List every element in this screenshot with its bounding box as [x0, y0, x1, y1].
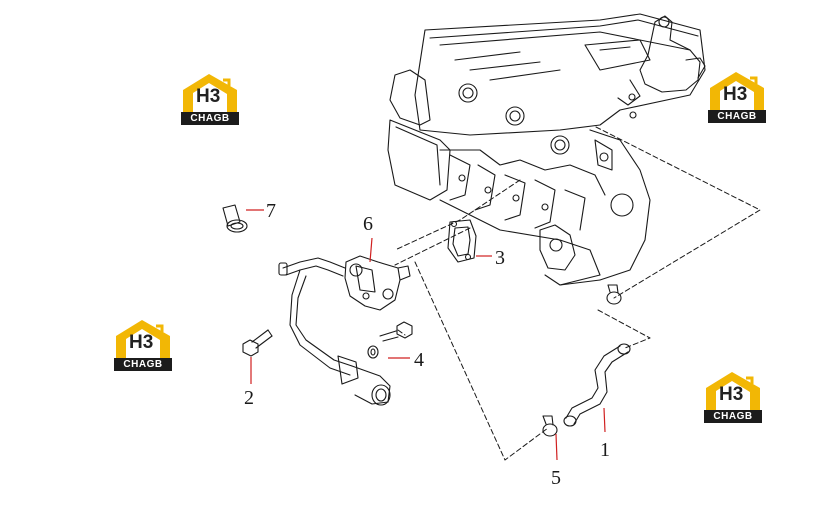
callout-2: 2 [244, 387, 254, 409]
leader-line-1 [603, 407, 606, 433]
callout-1: 1 [600, 439, 610, 461]
water-outlet-housing [344, 255, 411, 311]
callout-5: 5 [551, 467, 561, 489]
watermark-logo: H3 CHAGB [179, 68, 241, 126]
logo-mark: H3 [719, 384, 744, 405]
logo-mark: H3 [723, 84, 748, 105]
callout-7: 7 [266, 200, 276, 222]
callout-3: 3 [495, 247, 505, 269]
callout-6: 6 [363, 213, 373, 235]
logo-mark: H3 [129, 332, 154, 353]
logo-subtext: CHAGB [181, 112, 239, 125]
logo-house-icon [116, 320, 170, 358]
gasket [447, 219, 477, 263]
watermark-logo: H3 CHAGB [706, 66, 768, 124]
hose [563, 343, 631, 427]
logo-mark: H3 [196, 86, 221, 107]
logo-subtext: CHAGB [708, 110, 766, 123]
bolt-and-washer [367, 321, 413, 359]
logo-house-icon [710, 72, 764, 110]
hose-clamp-lower [542, 415, 558, 437]
plug [222, 204, 248, 233]
logo-subtext: CHAGB [114, 358, 172, 371]
logo-subtext: CHAGB [704, 410, 762, 423]
logo-house-icon [183, 74, 237, 112]
assembly-lines [394, 126, 761, 461]
engine-block [387, 13, 706, 286]
watermark-logo: H3 CHAGB [702, 366, 764, 424]
leader-line-5 [555, 433, 558, 461]
watermark-logo: H3 CHAGB [112, 314, 174, 372]
water-pipe [278, 257, 391, 406]
leader-line-6 [369, 237, 373, 263]
callout-4: 4 [414, 349, 424, 371]
hose-clamp-upper [606, 284, 622, 305]
logo-house-icon [706, 372, 760, 410]
bolt-left [242, 329, 273, 357]
